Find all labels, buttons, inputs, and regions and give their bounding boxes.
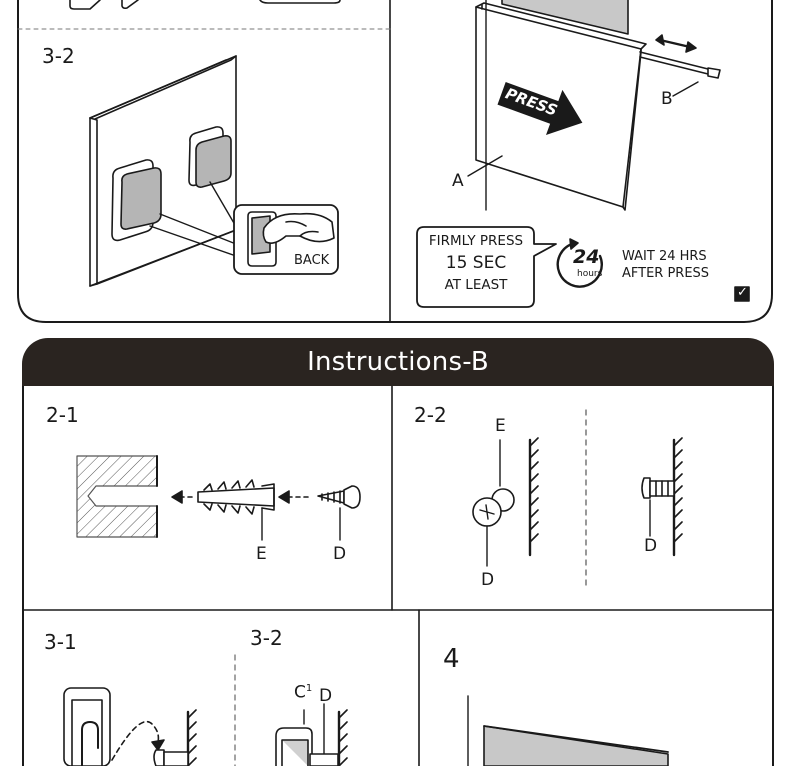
screw-into-wall-drawing bbox=[472, 437, 683, 567]
label-a: A bbox=[452, 171, 464, 191]
badge-number: 24 bbox=[573, 246, 600, 268]
badge-unit: hours bbox=[577, 269, 603, 279]
step-label-4: 4 bbox=[443, 644, 460, 674]
step-label-3-2: 3-2 bbox=[250, 626, 283, 650]
step-label-3-1: 3-1 bbox=[44, 630, 77, 654]
instructions-b-banner: Instructions-B bbox=[22, 338, 774, 386]
label-d-2-2-left: D bbox=[481, 570, 495, 590]
check-icon: ✓ bbox=[737, 285, 748, 300]
label-d-3-2: D bbox=[319, 686, 333, 706]
label-c-sup: 1 bbox=[305, 683, 313, 694]
label-d-2-1: D bbox=[333, 544, 347, 564]
panel-with-pads-drawing bbox=[89, 55, 339, 287]
drill-plug-screw-drawing bbox=[76, 455, 361, 541]
step-label-2-1: 2-1 bbox=[46, 403, 79, 427]
back-label: BACK bbox=[294, 253, 330, 268]
label-c: C bbox=[294, 682, 306, 703]
step4-panel-drawing bbox=[467, 695, 669, 766]
24-hours-icon: 24 hours bbox=[566, 246, 612, 282]
wait-line2: AFTER PRESS bbox=[622, 266, 710, 281]
firmly-press-line3: AT LEAST bbox=[444, 276, 508, 293]
step-label-2-2: 2-2 bbox=[414, 403, 447, 427]
top-frame bbox=[17, 0, 773, 323]
label-e-2-1: E bbox=[256, 544, 267, 564]
firmly-press-line2: 15 SEC bbox=[445, 252, 507, 273]
label-c1: C1 bbox=[294, 684, 312, 702]
press-arrow-icon: PRESS bbox=[491, 68, 593, 148]
instructions-b-frame bbox=[22, 385, 774, 766]
press-panel-drawing bbox=[416, 0, 750, 308]
hook-mount-drawing bbox=[63, 687, 348, 766]
label-d-2-2-right: D bbox=[644, 536, 658, 556]
firmly-press-line1: FIRMLY PRESS bbox=[428, 233, 524, 249]
firmly-press-bubble: FIRMLY PRESS 15 SEC AT LEAST bbox=[419, 233, 533, 293]
label-b: B bbox=[661, 89, 673, 109]
step-label-3-2-top: 3-2 bbox=[42, 44, 75, 68]
wait-line1: WAIT 24 HRS bbox=[622, 249, 707, 264]
instructions-b-title: Instructions-B bbox=[307, 347, 489, 377]
label-e-2-2: E bbox=[495, 416, 506, 436]
